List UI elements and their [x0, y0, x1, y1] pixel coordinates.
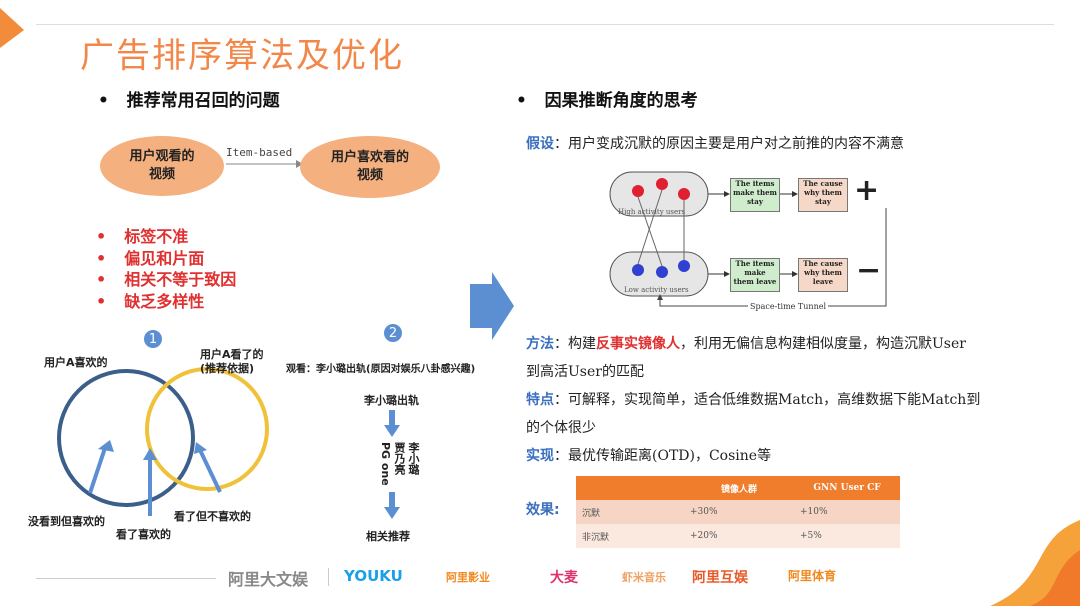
number-badge-1: 1 [144, 330, 162, 348]
logo-xiami: 虾米音乐 [622, 571, 666, 584]
logo-alibaba-entertainment: 阿里大文娱 [228, 570, 309, 589]
venn-label-b: 用户A看了的(推荐依据) [200, 348, 264, 375]
problem-item: 偏见和片面 [96, 248, 236, 270]
problem-item: 相关不等于致因 [96, 269, 236, 291]
bullet: • [98, 91, 109, 111]
bullet: • [516, 91, 527, 111]
problem-list: 标签不准 偏见和片面 相关不等于致因 缺乏多样性 [96, 226, 236, 312]
number-badge-2: 2 [384, 324, 402, 342]
logo-ali-games: 阿里互娱 [692, 570, 748, 586]
minus-sign: − [856, 253, 882, 288]
table-header [576, 476, 684, 500]
method-block: 方法：构建反事实镜像人，利用无偏信息构建相似度量，构造沉默User 到高活Use… [526, 336, 981, 464]
venn-label-a: 用户A喜欢的 [44, 356, 108, 369]
table-row: 沉默+30%+10% [576, 500, 900, 524]
example-watched: 观看：李小璐出轨(原因对娱乐八卦感兴趣) [286, 364, 476, 375]
table-header: GNN User CF [794, 476, 900, 500]
page-title: 广告排序算法及优化 [80, 36, 404, 76]
example-step3: 相关推荐 [366, 530, 410, 543]
venn-diagram [57, 367, 269, 516]
table-row: 非沉默+20%+5% [576, 524, 900, 548]
logo-damai: 大麦 [550, 570, 578, 586]
top-rule [36, 24, 1054, 25]
arrow-right-icon [226, 160, 303, 168]
results-table: 镜像人群 GNN User CF 沉默+30%+10% 非沉默+20%+5% [576, 476, 900, 548]
problem-item: 缺乏多样性 [96, 291, 236, 313]
high-users-label: High activity users [618, 208, 686, 216]
ellipse-watched-videos: 用户观看的视频 [100, 136, 224, 196]
left-section-title: • 推荐常用召回的问题 [98, 91, 280, 111]
corner-decoration [0, 8, 24, 48]
logo-alibaba-pictures: 阿里影业 [446, 571, 490, 584]
low-users-label: Low activity users [624, 286, 689, 294]
footer-rule [36, 578, 216, 579]
venn-label-bottom-right: 看了但不喜欢的 [174, 510, 251, 523]
big-arrow-right-icon [470, 272, 514, 340]
venn-label-bottom-mid: 看了喜欢的 [116, 528, 171, 541]
example-step1: 李小璐出轨 [364, 394, 419, 407]
problem-item: 标签不准 [96, 226, 236, 248]
logo-youku: YOUKU [344, 567, 403, 585]
tunnel-label: Space-time Tunnel [748, 302, 829, 311]
venn-label-bottom-left: 没看到但喜欢的 [28, 515, 105, 528]
corner-wave-decoration [990, 520, 1080, 606]
edge-label: Item-based [226, 146, 293, 159]
plus-sign: + [854, 173, 880, 208]
right-section-title: • 因果推断角度的思考 [516, 91, 698, 111]
arrow-down-icon [384, 492, 400, 519]
effect-label: 效果: [526, 502, 560, 518]
logo-divider [328, 568, 329, 586]
causal-diagram [609, 171, 887, 307]
hypothesis: 假设：用户变成沉默的原因主要是用户对之前推的内容不满意 [526, 136, 904, 152]
arrow-down-icon [384, 410, 400, 437]
table-header: 镜像人群 [684, 476, 794, 500]
logo-ali-sports: 阿里体育 [788, 569, 837, 583]
ellipse-liked-videos: 用户喜欢看的视频 [300, 136, 440, 198]
